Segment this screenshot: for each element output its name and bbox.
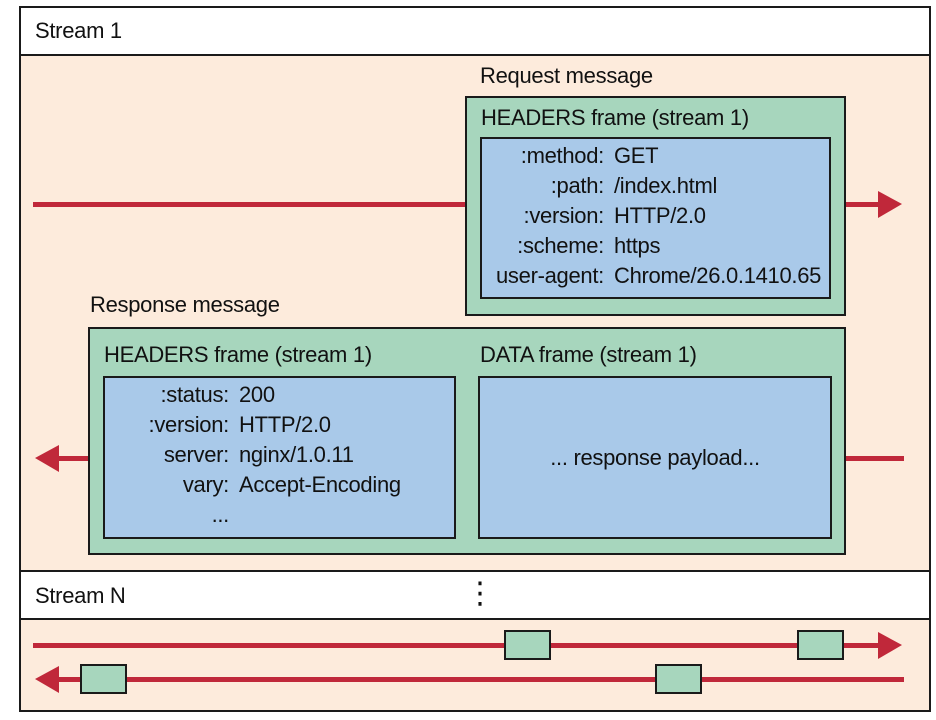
header-row: :scheme: https (482, 233, 829, 259)
header-key: :version: (148, 412, 230, 437)
stream-n-frame-block (504, 630, 551, 660)
header-key: vary: (182, 472, 229, 497)
header-key: :status: (160, 382, 229, 407)
response-payload-block: ... response payload... (478, 376, 832, 539)
header-value: Accept-Encoding (239, 472, 401, 497)
header-row: :version: HTTP/2.0 (105, 412, 454, 438)
stream-n-frame-block (655, 664, 702, 694)
header-value: Chrome/26.0.1410.65 (614, 263, 822, 288)
header-row: :method: GET (482, 143, 829, 169)
request-headers-frame: HEADERS frame (stream 1) :method: GET :p… (465, 96, 846, 316)
response-headers-block: :status: 200 :version: HTTP/2.0 server: … (103, 376, 456, 539)
stream-n-outbound-line (33, 643, 881, 648)
stream-n-label: Stream N (35, 583, 126, 608)
response-payload-text: ... response payload... (550, 445, 760, 470)
header-key: :version: (523, 203, 605, 228)
header-row: vary: Accept-Encoding (105, 472, 454, 498)
stream-n-frame-block (797, 630, 844, 660)
request-arrow-head (878, 191, 902, 218)
header-row: server: nginx/1.0.11 (105, 442, 454, 468)
stream-1-label: Stream 1 (35, 18, 122, 43)
stream-n-header: Stream N ⋮ (21, 570, 929, 620)
request-message-label: Request message (480, 63, 653, 88)
header-key: :path: (550, 173, 605, 198)
header-row: user-agent: Chrome/26.0.1410.65 (482, 263, 829, 289)
response-arrow-line-right (846, 456, 904, 461)
response-headers-frame-title: HEADERS frame (stream 1) (104, 342, 372, 367)
stream-n-outbound-arrow-head (878, 632, 902, 659)
request-arrow-line-right (846, 202, 880, 207)
request-headers-block: :method: GET :path: /index.html :version… (480, 137, 831, 299)
request-headers-frame-title: HEADERS frame (stream 1) (481, 105, 749, 130)
stream-n-inbound-arrow-head (35, 666, 59, 693)
stream-ellipsis: ⋮ (465, 576, 495, 611)
header-value: HTTP/2.0 (614, 203, 706, 228)
stream-n-body (21, 620, 929, 710)
stream-1-header: Stream 1 (21, 8, 929, 56)
header-row: :status: 200 (105, 382, 454, 408)
header-value: 200 (239, 382, 275, 407)
header-value: HTTP/2.0 (239, 412, 331, 437)
header-row: ... (105, 502, 454, 528)
request-arrow-line-left (33, 202, 465, 207)
header-key: user-agent: (496, 263, 604, 288)
response-arrow-head (35, 445, 59, 472)
header-value: https (614, 233, 661, 258)
header-key: :scheme: (517, 233, 604, 258)
response-message-label: Response message (90, 292, 280, 317)
header-row: :version: HTTP/2.0 (482, 203, 829, 229)
header-value: /index.html (614, 173, 718, 198)
response-data-frame-title: DATA frame (stream 1) (480, 342, 697, 367)
stream-n-frame-block (80, 664, 127, 694)
stream-n-inbound-line (58, 677, 904, 682)
header-value: nginx/1.0.11 (239, 442, 354, 467)
header-key: server: (163, 442, 229, 467)
header-key: :method: (520, 143, 605, 168)
header-row: :path: /index.html (482, 173, 829, 199)
header-key: ... (211, 502, 230, 527)
header-value: GET (614, 143, 659, 168)
response-arrow-line-left (58, 456, 88, 461)
response-frames: HEADERS frame (stream 1) DATA frame (str… (88, 327, 846, 555)
